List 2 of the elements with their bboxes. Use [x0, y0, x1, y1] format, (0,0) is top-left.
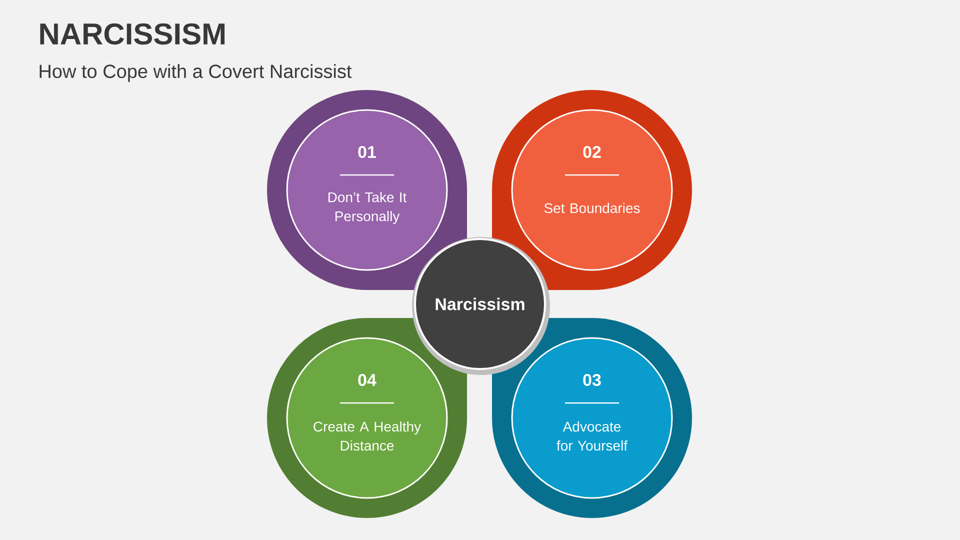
title: NARCISSISM	[40, 23, 225, 45]
subtitle: How to Cope with a Covert Narcissist	[40, 64, 352, 82]
